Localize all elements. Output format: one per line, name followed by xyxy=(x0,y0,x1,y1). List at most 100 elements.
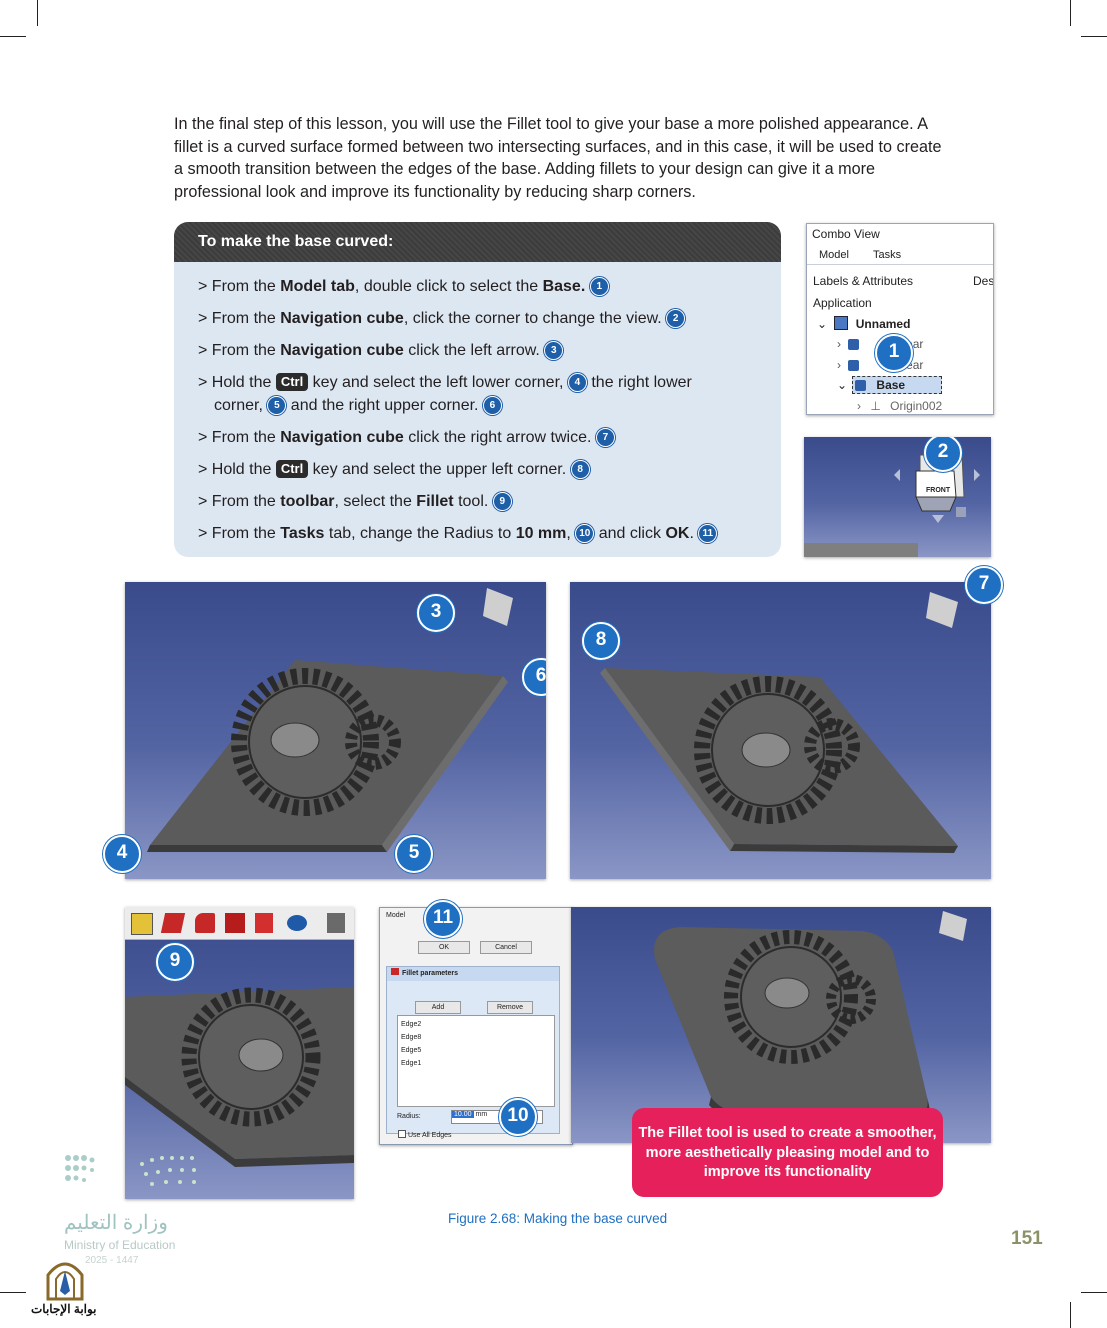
fillet-parameters-header: Fillet parameters xyxy=(387,967,559,981)
list-item[interactable]: Edge1 xyxy=(401,1060,422,1067)
step-6: > Hold the Ctrl key and select the upper… xyxy=(198,453,781,485)
step-number-badge: 1 xyxy=(589,277,609,296)
draft-icon[interactable] xyxy=(255,913,273,933)
viewport-right-view: 8 xyxy=(570,582,991,879)
part-icon xyxy=(848,360,860,371)
step-number-badge: 7 xyxy=(595,428,615,447)
callout-badge-8: 8 xyxy=(582,622,620,660)
step-2: > From the Navigation cube, click the co… xyxy=(198,302,781,334)
fillet-callout-note: The Fillet tool is used to create a smoo… xyxy=(632,1108,943,1197)
gear-toolbar-icon[interactable] xyxy=(131,913,153,935)
viewport-left-view: 3 6 xyxy=(125,582,546,879)
chevron-down-icon: ⌄ xyxy=(837,378,848,392)
callout-badge-7: 7 xyxy=(965,566,1003,604)
part-icon xyxy=(848,339,860,350)
base-plate-with-gears-rotated xyxy=(600,592,958,853)
chevron-right-icon: › xyxy=(837,337,841,351)
callout-badge-4: 4 xyxy=(103,835,141,873)
remove-button[interactable]: Remove xyxy=(487,1001,533,1014)
tree-item-unnamed[interactable]: ⌄ Unnamed xyxy=(817,316,911,331)
step-number-badge: 5 xyxy=(267,396,287,415)
axis-icon: ⊥ xyxy=(870,399,881,413)
step-3: > From the Navigation cube click the lef… xyxy=(198,334,781,366)
step-number-badge: 2 xyxy=(666,309,686,328)
navigation-cube-face-label: FRONT xyxy=(926,487,951,494)
tab-tasks[interactable]: Tasks xyxy=(873,249,902,261)
viewport-toolbar-view: 9 xyxy=(125,907,354,1199)
callout-badge-1: 1 xyxy=(875,334,913,372)
callout-badge-2: 2 xyxy=(924,437,962,472)
radius-label: Radius: xyxy=(397,1113,421,1120)
fillet-icon[interactable] xyxy=(195,913,215,933)
ministry-name-arabic: وزارة التعليم xyxy=(64,1212,168,1234)
callout-badge-6: 6 xyxy=(522,658,546,696)
checkbox-icon xyxy=(398,1130,406,1138)
crop-mark xyxy=(1081,36,1107,37)
base-selection: Base xyxy=(852,376,943,394)
part-design-toolbar xyxy=(125,907,354,940)
combo-view-title: Combo View xyxy=(812,227,880,241)
step-7: > From the toolbar, select the Fillet to… xyxy=(198,485,781,517)
list-item[interactable]: Edge5 xyxy=(401,1047,422,1054)
column-header-labels: Labels & Attributes xyxy=(813,274,914,288)
tab-model-label[interactable]: Model xyxy=(386,912,406,919)
crop-mark xyxy=(0,1292,26,1293)
step-number-badge: 3 xyxy=(544,341,564,360)
callout-badge-10: 10 xyxy=(499,1098,537,1136)
edge-list[interactable]: Edge2 Edge8 Edge5 Edge1 xyxy=(397,1015,555,1107)
base-plate-with-gears-toolbar-view xyxy=(125,987,354,1167)
steps-box: To make the base curved: > From the Mode… xyxy=(174,222,781,557)
boolean-icon[interactable] xyxy=(287,915,307,931)
ok-button[interactable]: OK xyxy=(418,941,470,954)
step-8: > From the Tasks tab, change the Radius … xyxy=(198,517,781,549)
callout-badge-11: 11 xyxy=(424,900,462,938)
measure-icon[interactable] xyxy=(327,913,345,933)
cancel-button[interactable]: Cancel xyxy=(480,941,532,954)
tree-item-base[interactable]: ⌄ Base xyxy=(837,376,993,394)
ctrl-key: Ctrl xyxy=(275,373,309,391)
base-plate-with-gears xyxy=(147,588,513,852)
step-number-badge: 9 xyxy=(492,492,512,511)
step-number-badge: 4 xyxy=(567,373,587,392)
answers-gate-logo-icon xyxy=(46,1262,84,1301)
viewport-result-view xyxy=(571,907,991,1143)
fillet-icon xyxy=(391,968,399,975)
chevron-right-icon: › xyxy=(837,358,841,372)
radius-unit: mm xyxy=(475,1111,488,1118)
answers-gate-label: بوابة الإجابات xyxy=(31,1302,97,1316)
crop-mark xyxy=(0,36,26,37)
crop-mark xyxy=(1070,1302,1071,1328)
combo-view-screenshot: Combo View Model Tasks Labels & Attribut… xyxy=(806,223,994,415)
crop-mark xyxy=(37,0,38,26)
callout-badge-3: 3 xyxy=(417,594,455,632)
list-item[interactable]: Edge8 xyxy=(401,1034,422,1041)
fillet-parameters-group: Fillet parameters Add Remove Edge2 Edge8… xyxy=(386,966,560,1134)
radius-value: 10.00 xyxy=(452,1111,474,1118)
tab-model[interactable]: Model xyxy=(819,249,849,261)
document-icon xyxy=(834,316,849,330)
add-button[interactable]: Add xyxy=(415,1001,461,1014)
chamfer-icon[interactable] xyxy=(225,913,245,933)
column-header-description: Des xyxy=(973,274,994,288)
ministry-years: 2025 - 1447 xyxy=(85,1255,139,1266)
step-4: > Hold the Ctrl key and select the left … xyxy=(198,373,692,415)
ministry-name-english: Ministry of Education xyxy=(64,1238,176,1252)
ministry-logo-icon xyxy=(65,1155,196,1186)
tree-item-origin[interactable]: › ⊥ Origin002 xyxy=(857,399,943,413)
steps-box-title: To make the base curved: xyxy=(174,222,781,262)
crop-mark xyxy=(1081,1292,1107,1293)
intro-paragraph: In the final step of this lesson, you wi… xyxy=(174,115,942,201)
list-item[interactable]: Edge2 xyxy=(401,1021,422,1028)
crop-mark xyxy=(1070,0,1071,26)
figure-caption: Figure 2.68: Making the base curved xyxy=(448,1211,668,1226)
step-number-badge: 11 xyxy=(698,524,718,543)
step-number-badge: 6 xyxy=(482,396,502,415)
use-all-edges-checkbox[interactable]: Use All Edges xyxy=(398,1130,452,1139)
step-number-badge: 8 xyxy=(570,460,590,479)
chevron-down-icon: ⌄ xyxy=(817,317,828,331)
step-number-badge: 10 xyxy=(575,524,595,543)
steps-list: > From the Model tab, double click to se… xyxy=(174,262,781,549)
navigation-cube-icon xyxy=(804,454,980,557)
step-5: > From the Navigation cube click the rig… xyxy=(198,421,781,453)
callout-badge-5: 5 xyxy=(395,835,433,873)
